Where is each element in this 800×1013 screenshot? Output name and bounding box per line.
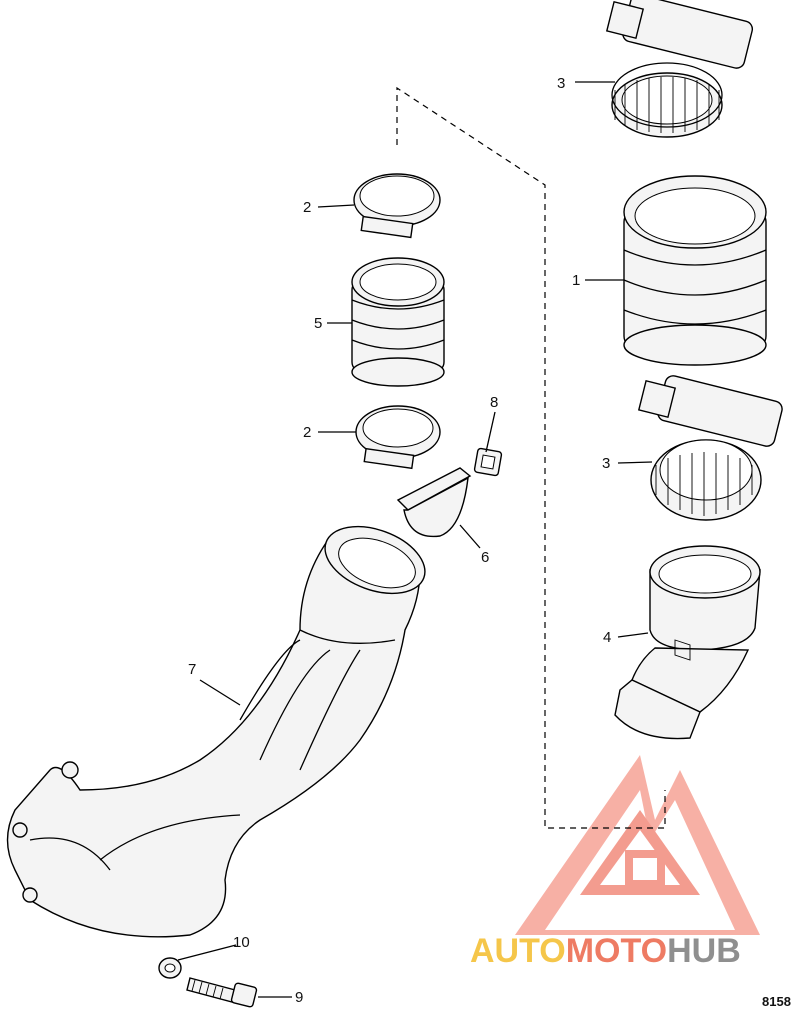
exhaust-elbow <box>6 525 426 938</box>
callout-1: 1 <box>572 272 580 289</box>
watermark-hub: HUB <box>667 932 741 970</box>
callout-2-lower: 2 <box>303 424 311 441</box>
callout-6: 6 <box>481 549 489 566</box>
grommet <box>473 447 503 477</box>
callout-4: 4 <box>603 629 611 646</box>
screw <box>186 977 258 1008</box>
leader-lines <box>177 81 653 998</box>
exhaust-flapper <box>396 467 472 538</box>
callout-7: 7 <box>188 661 196 678</box>
watermark-moto: MOTO <box>566 932 667 970</box>
callout-5: 5 <box>314 315 322 332</box>
watermark-text: AUTOMOTOHUB <box>470 932 741 970</box>
figure-number: 8158 <box>762 994 791 1009</box>
assembly-dashed-line <box>396 86 666 829</box>
elbow-hose <box>614 545 761 740</box>
watermark-auto: AUTO <box>470 932 566 970</box>
callout-9: 9 <box>295 989 303 1006</box>
lock-washer <box>158 957 182 979</box>
bellows-hose-large <box>623 175 767 366</box>
callout-3-lower: 3 <box>602 455 610 472</box>
hose-clamp-top <box>605 0 754 138</box>
bellows-hose-small <box>351 257 445 387</box>
hose-clamp-lower <box>637 375 783 521</box>
watermark-logo-icon <box>515 755 760 935</box>
band-clamp-lower <box>355 405 441 470</box>
callout-3-top: 3 <box>557 75 565 92</box>
callout-2-upper: 2 <box>303 199 311 216</box>
callout-8: 8 <box>490 394 498 411</box>
callout-10: 10 <box>233 934 250 951</box>
band-clamp-upper <box>353 173 441 239</box>
